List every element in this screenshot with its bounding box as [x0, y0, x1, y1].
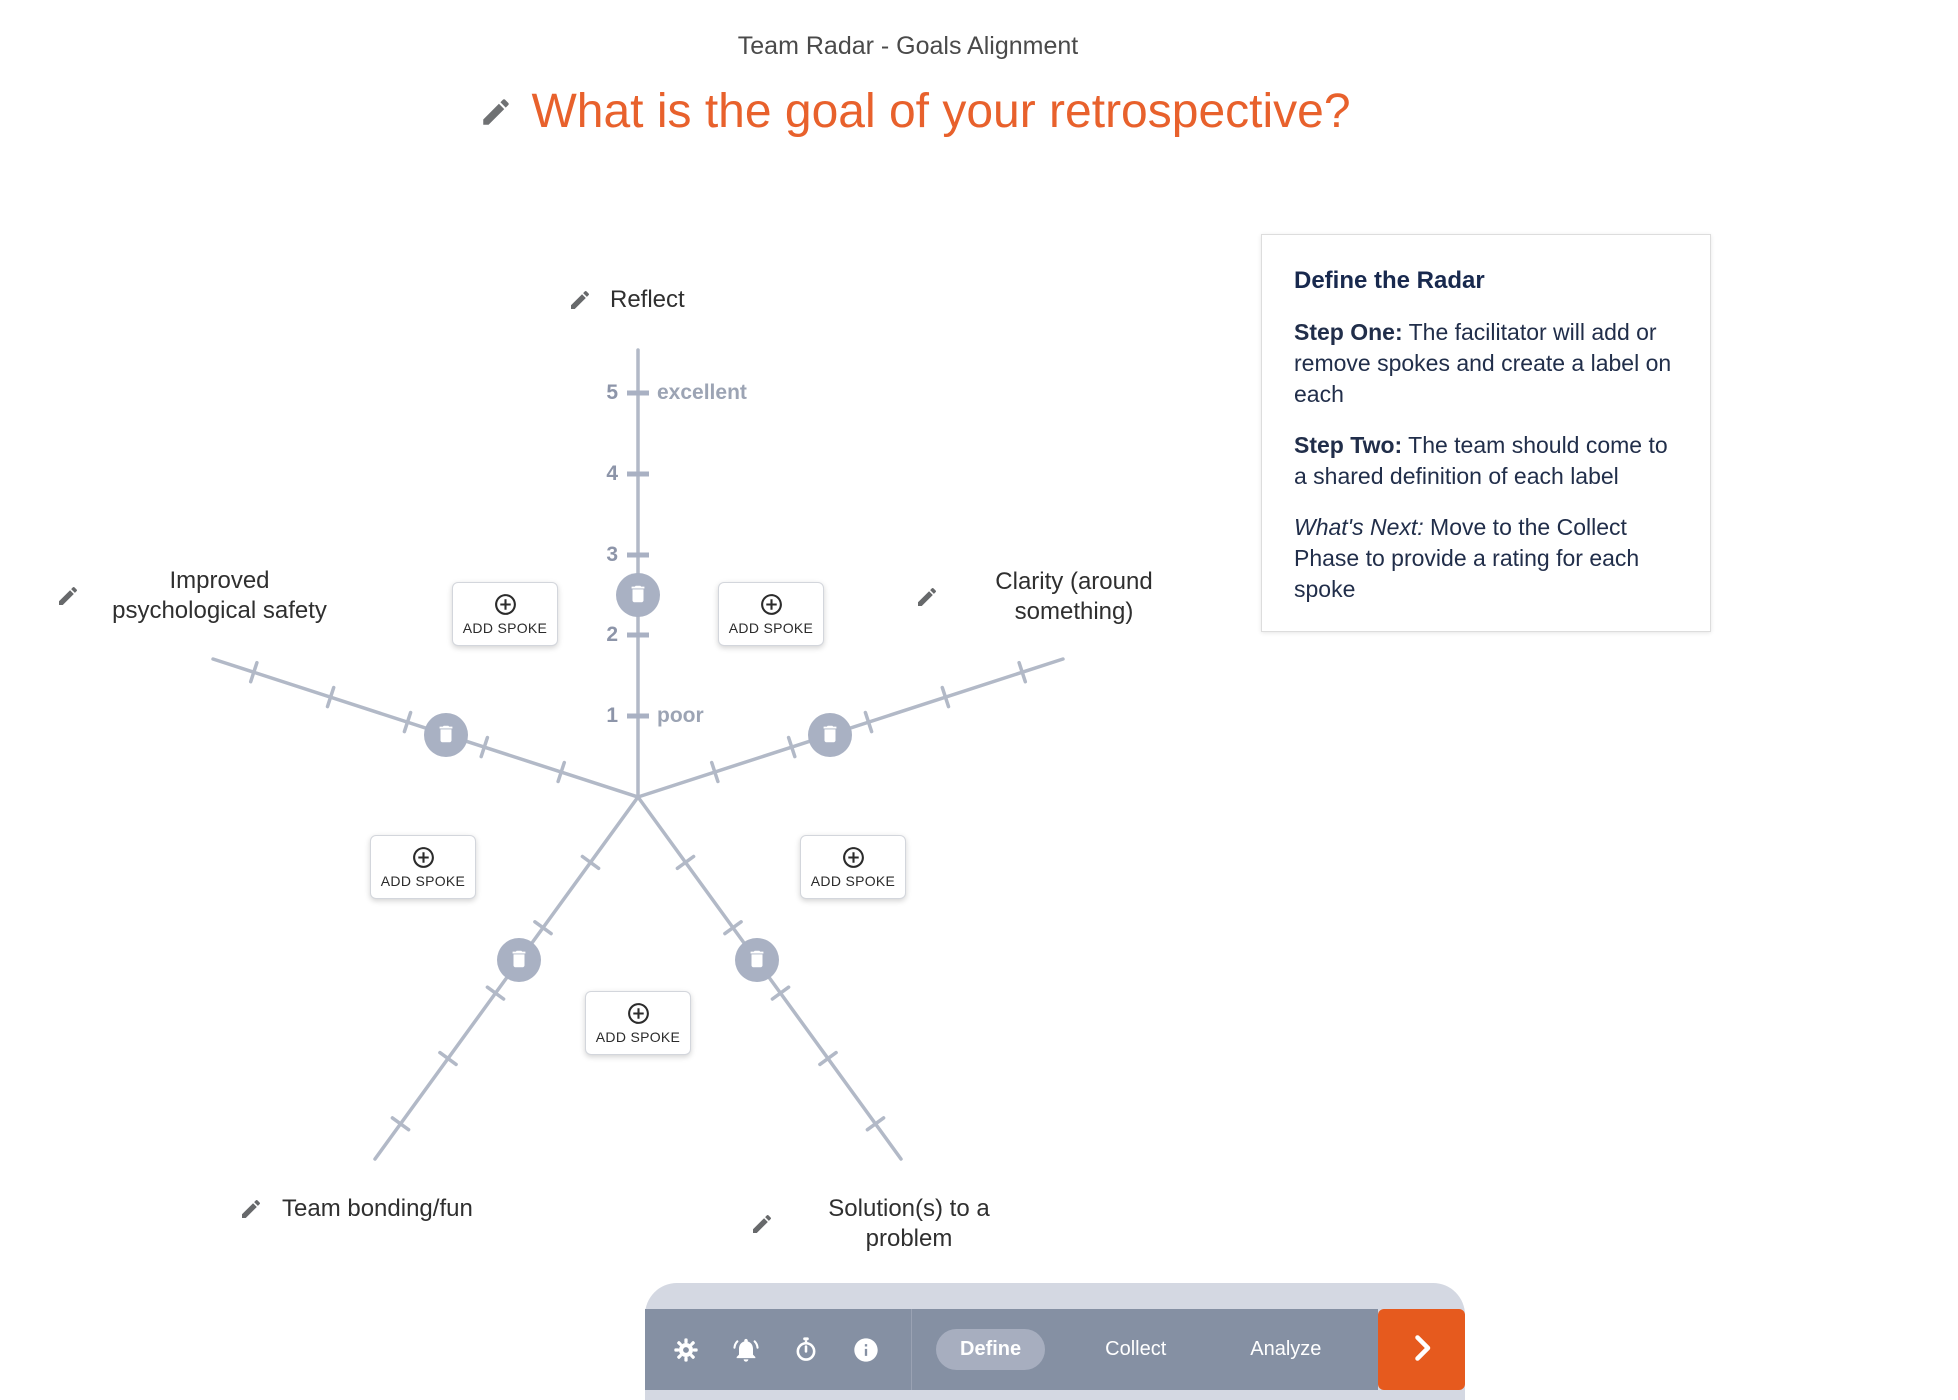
card-step-one: Step One: The facilitator will add or re… — [1294, 317, 1678, 410]
spoke-label-solution: Solution(s) to a problem — [750, 1194, 1004, 1254]
define-radar-card: Define the Radar Step One: The facilitat… — [1261, 234, 1711, 633]
settings-button[interactable] — [671, 1335, 701, 1365]
step-one-text: The facilitator will add or remove spoke… — [1294, 319, 1672, 408]
scale-tick-3: 3 — [606, 543, 618, 566]
edit-question-icon[interactable] — [479, 95, 513, 129]
facilitator-toolbar: Define Collect Analyze — [645, 1309, 1378, 1390]
trash-icon — [819, 723, 841, 748]
info-icon — [852, 1336, 880, 1364]
page-title-row: What is the goal of your retrospective? — [0, 84, 1830, 139]
edit-spoke-icon[interactable] — [915, 585, 939, 609]
step-two-label: Step Two: — [1294, 432, 1403, 459]
edit-spoke-icon[interactable] — [750, 1212, 774, 1236]
spoke-label-text[interactable]: Reflect — [610, 286, 685, 313]
delete-spoke-solution-button[interactable] — [735, 938, 779, 982]
step-one-label: Step One: — [1294, 319, 1403, 345]
spoke-label-text[interactable]: Solution(s) to a problem — [828, 1195, 990, 1252]
card-whats-next: What's Next: Move to the Collect Phase t… — [1294, 512, 1678, 605]
chevron-right-icon — [1404, 1330, 1440, 1369]
scale-tick-5: 5 — [606, 381, 618, 404]
card-title: Define the Radar — [1294, 267, 1485, 294]
timer-button[interactable] — [791, 1335, 821, 1365]
tab-analyze[interactable]: Analyze — [1250, 1338, 1322, 1360]
delete-spoke-clarity-button[interactable] — [808, 713, 852, 757]
add-circle-icon — [493, 592, 518, 617]
spoke-label-safety: Improved psychological safety — [56, 566, 337, 626]
step-two-text: The team should come to a shared definit… — [1294, 432, 1668, 490]
spoke-label-text[interactable]: Clarity (around something) — [995, 568, 1153, 625]
add-spoke-button-top-right[interactable]: ADD SPOKE — [718, 582, 824, 646]
trash-icon — [435, 723, 457, 748]
whats-next-text: Move to the Collect Phase to provide a r… — [1294, 514, 1640, 603]
scale-tick-4: 4 — [606, 462, 618, 485]
spoke-label-text[interactable]: Team bonding/fun — [282, 1195, 473, 1222]
spoke-label-text[interactable]: Improved psychological safety — [112, 567, 327, 624]
add-spoke-label: ADD SPOKE — [595, 1029, 681, 1045]
next-phase-button[interactable] — [1378, 1309, 1465, 1390]
delete-spoke-reflect-button[interactable] — [616, 573, 660, 617]
scale-max-label: excellent — [657, 381, 747, 404]
delete-spoke-bonding-button[interactable] — [497, 938, 541, 982]
spoke-label-clarity: Clarity (around something) — [915, 567, 1169, 627]
delete-spoke-safety-button[interactable] — [424, 713, 468, 757]
whats-next-label: What's Next: — [1294, 514, 1424, 541]
tab-define[interactable]: Define — [936, 1329, 1046, 1370]
stopwatch-icon — [792, 1336, 820, 1364]
gear-icon — [672, 1336, 700, 1364]
tab-collect[interactable]: Collect — [1105, 1338, 1167, 1360]
spoke-label-reflect: Reflect — [568, 282, 685, 318]
scale-tick-1: 1 — [606, 704, 618, 727]
add-spoke-button-right[interactable]: ADD SPOKE — [800, 835, 906, 899]
scale-min-label: poor — [657, 704, 704, 727]
trash-icon — [508, 948, 530, 973]
add-spoke-button-left[interactable]: ADD SPOKE — [370, 835, 476, 899]
scale-tick-2: 2 — [606, 623, 618, 646]
add-spoke-label: ADD SPOKE — [728, 620, 814, 636]
add-spoke-label: ADD SPOKE — [462, 620, 548, 636]
edit-spoke-icon[interactable] — [239, 1197, 263, 1221]
add-spoke-button-bottom[interactable]: ADD SPOKE — [585, 991, 691, 1055]
trash-icon — [746, 948, 768, 973]
notifications-button[interactable] — [731, 1335, 761, 1365]
info-button[interactable] — [851, 1335, 881, 1365]
add-circle-icon — [759, 592, 784, 617]
trash-icon — [627, 583, 649, 608]
bell-icon — [732, 1336, 760, 1364]
toolbar-divider — [911, 1309, 912, 1390]
add-spoke-label: ADD SPOKE — [380, 873, 466, 889]
session-subtitle: Team Radar - Goals Alignment — [737, 32, 1079, 60]
add-spoke-label: ADD SPOKE — [810, 873, 896, 889]
add-circle-icon — [626, 1001, 651, 1026]
add-spoke-button-top-left[interactable]: ADD SPOKE — [452, 582, 558, 646]
spoke-label-bonding: Team bonding/fun — [239, 1191, 473, 1227]
card-step-two: Step Two: The team should come to a shar… — [1294, 430, 1678, 492]
page-title[interactable]: What is the goal of your retrospective? — [531, 85, 1351, 138]
add-circle-icon — [841, 845, 866, 870]
add-circle-icon — [411, 845, 436, 870]
edit-spoke-icon[interactable] — [56, 584, 80, 608]
edit-spoke-icon[interactable] — [568, 288, 592, 312]
